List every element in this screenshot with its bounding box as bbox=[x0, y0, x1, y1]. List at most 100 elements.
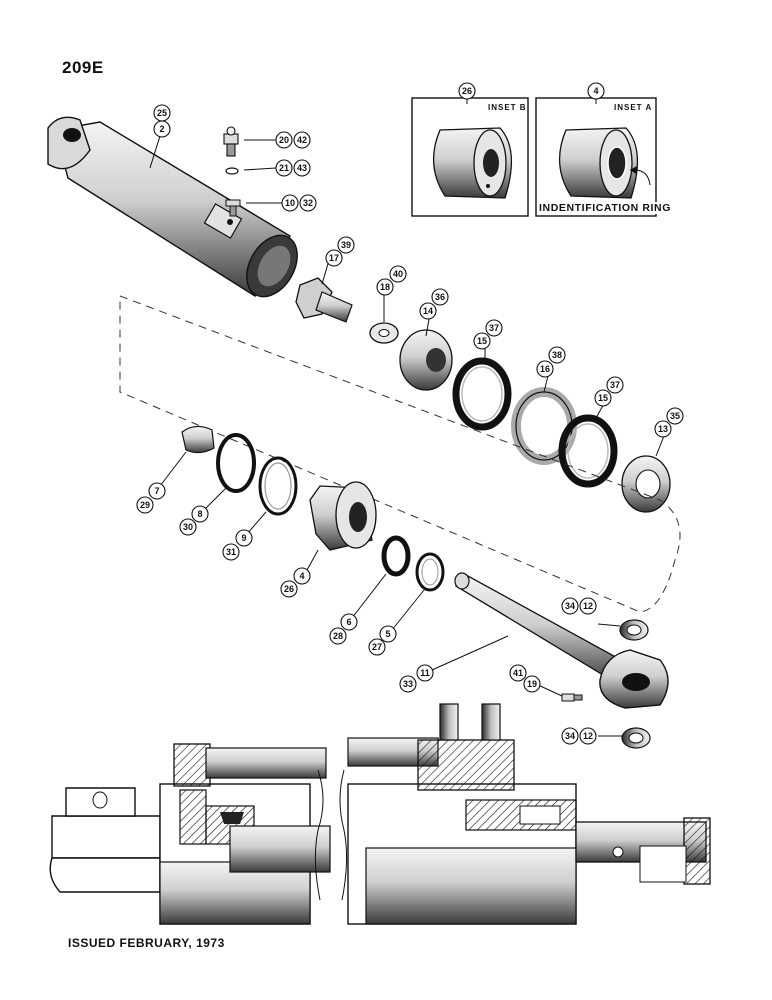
svg-text:7: 7 bbox=[154, 486, 159, 496]
svg-text:41: 41 bbox=[513, 668, 523, 678]
svg-text:43: 43 bbox=[297, 163, 307, 173]
callout-2: 2 bbox=[153, 120, 171, 138]
callout-37-b: 37 bbox=[606, 376, 624, 394]
inset-a-title: INSET A bbox=[614, 103, 653, 112]
callout-27: 27 bbox=[368, 638, 386, 656]
callout-7: 7 bbox=[148, 482, 166, 500]
callout-36: 36 bbox=[431, 288, 449, 306]
callout-6: 6 bbox=[340, 613, 358, 631]
seal-ring-15a bbox=[452, 357, 512, 431]
screw-10 bbox=[225, 199, 241, 217]
svg-text:33: 33 bbox=[403, 679, 413, 689]
piston-rod-11 bbox=[454, 572, 669, 709]
svg-text:37: 37 bbox=[610, 380, 620, 390]
washer-18 bbox=[369, 322, 399, 344]
svg-text:27: 27 bbox=[372, 642, 382, 652]
svg-text:10: 10 bbox=[285, 198, 295, 208]
svg-text:13: 13 bbox=[658, 424, 668, 434]
inset-b-callout: 26 bbox=[458, 82, 476, 100]
callout-12: 12 bbox=[579, 597, 597, 615]
callout-15: 15 bbox=[473, 332, 491, 350]
issue-date-footer: ISSUED FEBRUARY, 1973 bbox=[68, 936, 225, 950]
callout-20: 20 bbox=[275, 131, 293, 149]
callout-12-b: 12 bbox=[579, 727, 597, 745]
callout-37: 37 bbox=[485, 319, 503, 337]
svg-text:32: 32 bbox=[303, 198, 313, 208]
svg-text:2: 2 bbox=[159, 124, 164, 134]
inset-a-gland-drawing bbox=[558, 127, 651, 199]
callout-40: 40 bbox=[389, 265, 407, 283]
callout-21: 21 bbox=[275, 159, 293, 177]
gland-4 bbox=[309, 481, 377, 551]
svg-text:5: 5 bbox=[385, 629, 390, 639]
callout-32: 32 bbox=[299, 194, 317, 212]
callout-43: 43 bbox=[293, 159, 311, 177]
callout-31: 31 bbox=[222, 543, 240, 561]
svg-text:12: 12 bbox=[583, 601, 593, 611]
callout-34: 34 bbox=[561, 597, 579, 615]
o-ring-8 bbox=[216, 433, 256, 493]
svg-text:31: 31 bbox=[226, 547, 236, 557]
callout-11: 11 bbox=[416, 664, 434, 682]
callout-42: 42 bbox=[293, 131, 311, 149]
svg-text:39: 39 bbox=[341, 240, 351, 250]
callout-14: 14 bbox=[419, 302, 437, 320]
callout-25: 25 bbox=[153, 104, 171, 122]
callout-41: 41 bbox=[509, 664, 527, 682]
callout-9: 9 bbox=[235, 529, 253, 547]
svg-text:36: 36 bbox=[435, 292, 445, 302]
svg-text:30: 30 bbox=[183, 522, 193, 532]
svg-text:37: 37 bbox=[489, 323, 499, 333]
svg-text:12: 12 bbox=[583, 731, 593, 741]
seal-6 bbox=[381, 535, 411, 577]
svg-text:14: 14 bbox=[423, 306, 433, 316]
seal-ring-15b bbox=[558, 414, 618, 488]
svg-text:26: 26 bbox=[284, 584, 294, 594]
svg-text:11: 11 bbox=[420, 668, 430, 678]
bushing-12a bbox=[619, 619, 649, 641]
svg-text:17: 17 bbox=[329, 253, 339, 263]
callout-8: 8 bbox=[191, 505, 209, 523]
svg-text:40: 40 bbox=[393, 269, 403, 279]
callout-18: 18 bbox=[376, 278, 394, 296]
svg-text:26: 26 bbox=[462, 86, 472, 96]
callout-34-b: 34 bbox=[561, 727, 579, 745]
svg-text:6: 6 bbox=[346, 617, 351, 627]
inset-a-identification-note: INDENTIFICATION RING bbox=[538, 202, 672, 214]
svg-text:29: 29 bbox=[140, 500, 150, 510]
cylinder-barrel bbox=[47, 116, 298, 298]
svg-text:4: 4 bbox=[593, 86, 598, 96]
bolt-17 bbox=[295, 277, 353, 323]
callout-33: 33 bbox=[399, 675, 417, 693]
svg-text:28: 28 bbox=[333, 631, 343, 641]
callout-28: 28 bbox=[329, 627, 347, 645]
svg-text:8: 8 bbox=[197, 509, 202, 519]
callout-35: 35 bbox=[666, 407, 684, 425]
callout-10: 10 bbox=[281, 194, 299, 212]
inset-b-gland-drawing bbox=[432, 127, 513, 199]
svg-text:15: 15 bbox=[477, 336, 487, 346]
svg-text:38: 38 bbox=[552, 350, 562, 360]
grease-fitting-20 bbox=[223, 126, 239, 157]
svg-text:9: 9 bbox=[241, 533, 246, 543]
svg-text:15: 15 bbox=[598, 393, 608, 403]
svg-text:19: 19 bbox=[527, 679, 537, 689]
svg-text:25: 25 bbox=[157, 108, 167, 118]
inset-a-callout: 4 bbox=[587, 82, 605, 100]
callout-19: 19 bbox=[523, 675, 541, 693]
svg-text:34: 34 bbox=[565, 731, 575, 741]
wiper-5 bbox=[415, 552, 445, 592]
callout-26: 26 bbox=[280, 580, 298, 598]
inset-b-title: INSET B bbox=[488, 103, 527, 112]
svg-text:42: 42 bbox=[297, 135, 307, 145]
assembly-dashed-outline bbox=[119, 295, 681, 613]
callout-16: 16 bbox=[536, 360, 554, 378]
svg-text:20: 20 bbox=[279, 135, 289, 145]
svg-text:4: 4 bbox=[299, 571, 304, 581]
backup-ring-9 bbox=[258, 456, 298, 516]
grease-fitting-19 bbox=[561, 693, 583, 702]
ring-7 bbox=[181, 425, 215, 454]
o-ring-21 bbox=[225, 167, 239, 175]
